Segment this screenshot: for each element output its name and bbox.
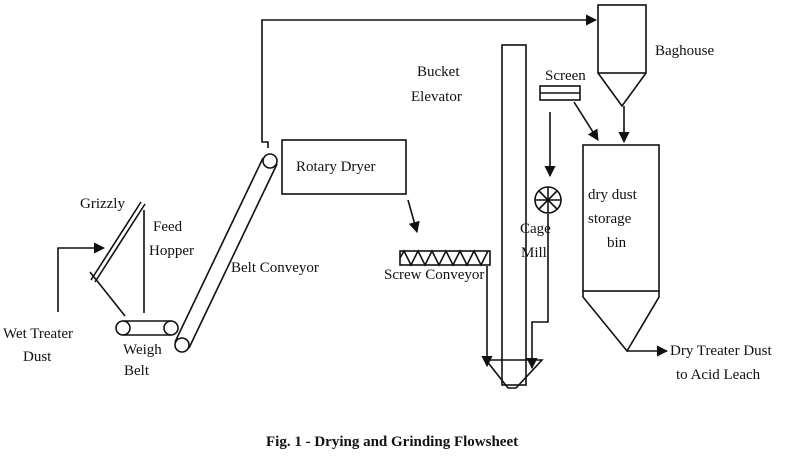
rotary-dryer xyxy=(281,139,407,195)
dry-treater-dust-label-2: to Acid Leach xyxy=(676,367,761,383)
cage-mill-label-2: Mill xyxy=(521,245,547,261)
feed-hopper xyxy=(89,210,145,317)
screw-conveyor-label: Screw Conveyor xyxy=(384,267,484,283)
bucket-elevator-label-2: Elevator xyxy=(411,89,462,105)
weigh-belt xyxy=(115,320,179,336)
figure-caption: Fig. 1 - Drying and Grinding Flowsheet xyxy=(266,434,518,450)
belt-conveyor xyxy=(174,153,278,353)
wet-treater-dust-label-2: Dust xyxy=(23,349,52,365)
grizzly xyxy=(90,201,146,283)
grizzly-label: Grizzly xyxy=(80,196,125,212)
cage-mill xyxy=(534,186,562,214)
bin-label-2: storage xyxy=(588,211,632,227)
feed-hopper-label-1: Feed xyxy=(153,219,183,235)
feed-hopper-label-2: Hopper xyxy=(149,243,194,259)
weigh-belt-label-2: Belt xyxy=(124,363,150,379)
screen-label: Screen xyxy=(545,68,586,84)
wet-feed-arrow xyxy=(57,242,106,312)
screw-conveyor xyxy=(399,249,491,267)
belt-conveyor-label: Belt Conveyor xyxy=(231,260,319,276)
screen xyxy=(539,85,581,101)
bucket-elevator-label-1: Bucket xyxy=(417,64,460,80)
screen-to-bin-arrow xyxy=(573,101,599,141)
baghouse-label: Baghouse xyxy=(655,43,715,59)
baghouse xyxy=(597,4,647,108)
wet-treater-dust-label-1: Wet Treater xyxy=(3,326,73,342)
bucket-elevator xyxy=(484,44,544,389)
bin-label-3: bin xyxy=(607,235,627,251)
bin-label-1: dry dust xyxy=(588,187,638,203)
weigh-belt-label-1: Weigh xyxy=(123,342,162,358)
cage-mill-return-arrow xyxy=(526,214,549,370)
dryer-exhaust-duct xyxy=(261,14,598,148)
dry-treater-dust-label-1: Dry Treater Dust xyxy=(670,343,772,359)
dryer-to-screw-arrow xyxy=(407,199,420,234)
rotary-dryer-label: Rotary Dryer xyxy=(296,159,376,175)
cage-mill-label-1: Cage xyxy=(520,221,551,237)
